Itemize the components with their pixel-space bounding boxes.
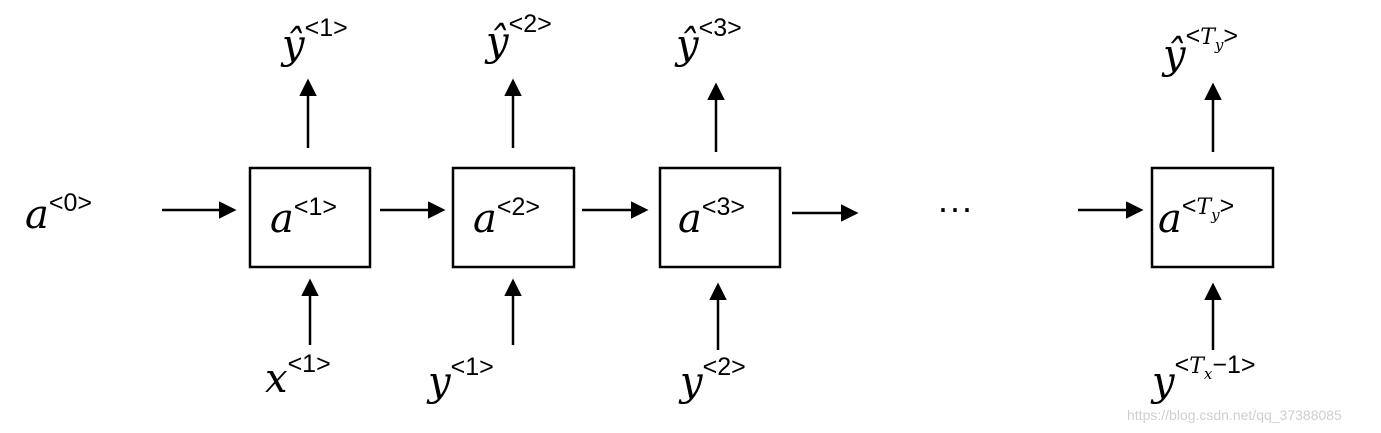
cell-1-input-label: x<1>	[265, 350, 331, 402]
rnn-cell-2: a<2> ŷ<2> y<1>	[426, 10, 576, 405]
cell-ty-box	[1150, 166, 1275, 269]
ellipsis: ···	[937, 187, 973, 228]
cell-ty-output-label: ŷ<Ty>	[1161, 22, 1238, 78]
cell-ty-input-label: y<Tx−1>	[1150, 351, 1255, 405]
cell-2-label: a<2>	[473, 193, 540, 242]
cell-3-input-label: y<2>	[678, 353, 746, 405]
initial-state-label: a<0>	[25, 189, 92, 238]
rnn-cell-3: a<3> ŷ<3> y<2>	[658, 14, 782, 405]
cell-ty-label: a<Ty>	[1158, 192, 1234, 242]
watermark-text: https://blog.csdn.net/qq_37388085	[1127, 407, 1342, 423]
cell-2-input-label: y<1>	[426, 353, 494, 405]
cell-2-box	[451, 166, 576, 269]
cell-1-output-label: ŷ<1>	[280, 14, 348, 68]
rnn-cell-1: a<1> ŷ<1> x<1>	[248, 14, 372, 402]
rnn-cell-ty: a<Ty> ŷ<Ty> y<Tx−1>	[1150, 22, 1275, 405]
cell-2-output-label: ŷ<2>	[484, 10, 552, 65]
cell-1-label: a<1>	[270, 193, 337, 242]
cell-1-box	[248, 166, 372, 269]
cell-3-box	[658, 166, 782, 269]
cell-3-output-label: ŷ<3>	[674, 14, 742, 68]
cell-3-label: a<3>	[678, 193, 745, 242]
